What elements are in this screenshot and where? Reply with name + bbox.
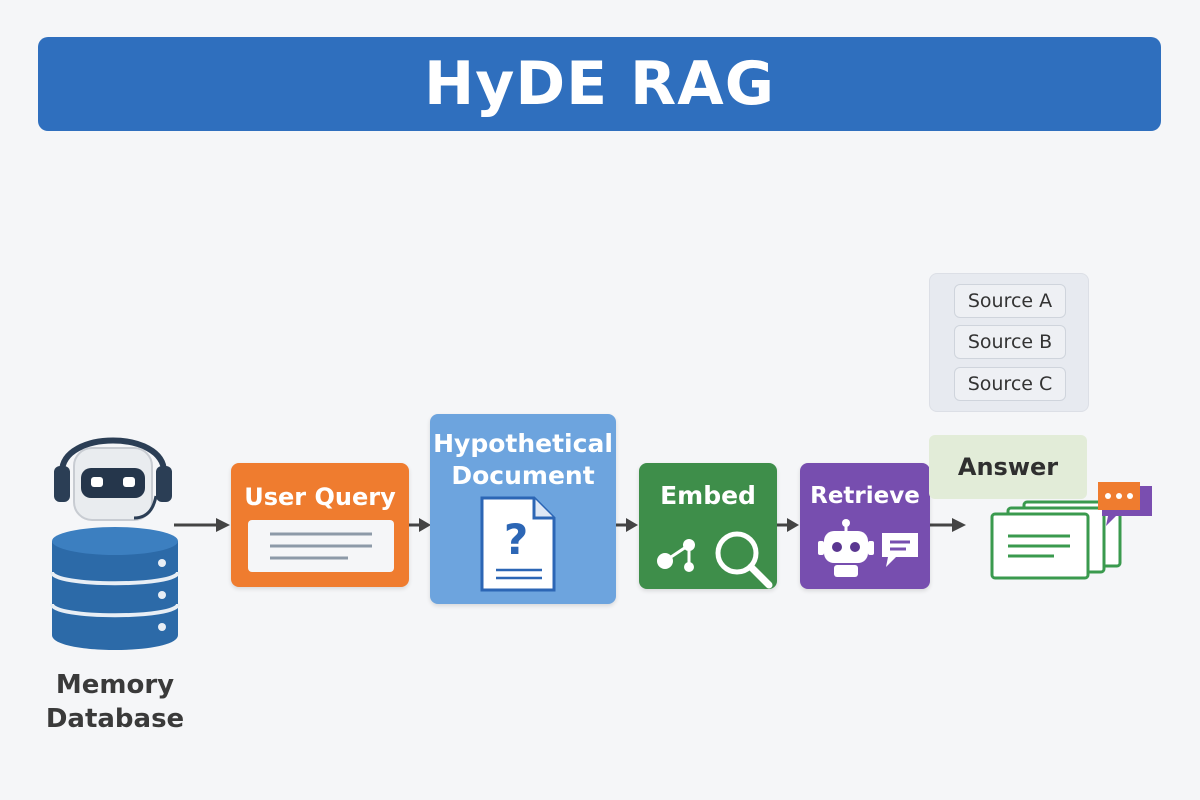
chat-bubble-icon bbox=[882, 533, 918, 567]
retrieve-step: Retrieve bbox=[800, 463, 930, 589]
svg-text:?: ? bbox=[504, 515, 528, 564]
page-title: HyDE RAG bbox=[424, 49, 775, 119]
nodes-icon bbox=[657, 539, 695, 572]
user-query-step: User Query bbox=[231, 463, 409, 587]
source-item: Source B bbox=[954, 325, 1066, 359]
embed-step: Embed bbox=[639, 463, 777, 589]
arrow-embed-to-retrieve bbox=[776, 518, 799, 532]
embed-label: Embed bbox=[660, 481, 756, 510]
answer-label: Answer bbox=[957, 453, 1059, 481]
arrow-retrieve-to-answer bbox=[929, 518, 966, 532]
user-query-label: User Query bbox=[244, 483, 396, 511]
source-item: Source C bbox=[954, 367, 1066, 401]
source-item: Source A bbox=[954, 284, 1066, 318]
hypothetical-document-label: Hypothetical Document bbox=[433, 429, 613, 490]
text-input-icon bbox=[248, 520, 394, 572]
magnifier-icon bbox=[715, 531, 773, 589]
answer-step: Answer bbox=[929, 435, 1087, 499]
memory-database-label: Memory Database bbox=[45, 670, 185, 734]
sources-panel: Source A Source B Source C bbox=[929, 273, 1089, 412]
arrow-hypo-to-embed bbox=[615, 518, 638, 532]
question-document-icon: ? bbox=[480, 496, 556, 592]
hypothetical-document-step: Hypothetical Document ? bbox=[430, 414, 616, 604]
retrieve-label: Retrieve bbox=[810, 483, 920, 509]
database-icon bbox=[50, 527, 180, 650]
robot-headset-icon bbox=[54, 437, 172, 521]
arrow-query-to-hypo bbox=[408, 518, 431, 532]
arrow-db-to-query bbox=[174, 518, 230, 532]
robot-icon bbox=[818, 519, 874, 577]
title-banner: HyDE RAG bbox=[38, 37, 1161, 131]
answer-documents-icon bbox=[990, 482, 1152, 580]
